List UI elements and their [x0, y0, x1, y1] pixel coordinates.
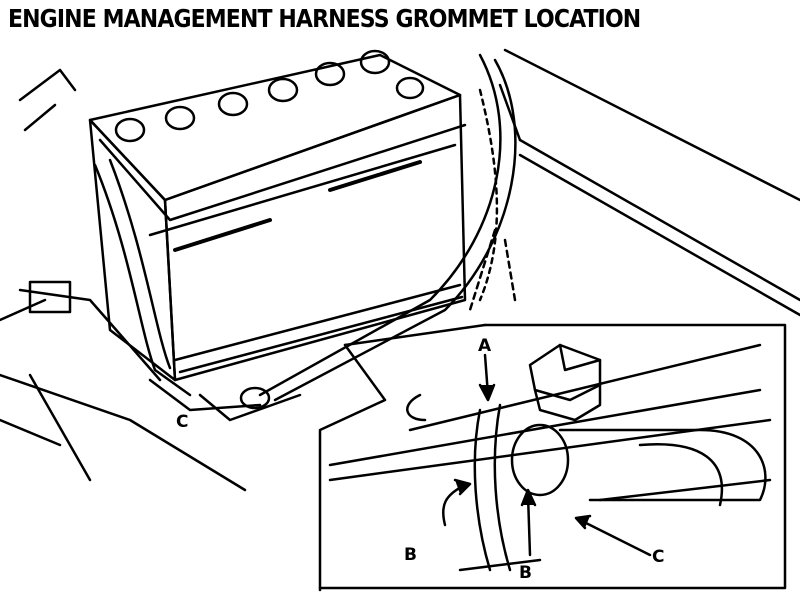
inset-leader [318, 323, 487, 592]
battery-cable [93, 53, 517, 410]
grommet-bolt [528, 343, 602, 422]
callout-c-inset: C [652, 547, 664, 567]
harness-dashed [468, 88, 517, 312]
harness-grommet [328, 343, 772, 572]
battery-cell-caps [114, 49, 425, 143]
inset-frame [318, 323, 787, 590]
battery-tray [0, 68, 302, 422]
battery [88, 53, 467, 382]
fender-panel [0, 48, 800, 492]
callout-b-left: B [404, 545, 417, 565]
callout-arrows [406, 353, 652, 557]
callout-b-right: B [519, 563, 532, 583]
page-title: ENGINE MANAGEMENT HARNESS GROMMET LOCATI… [8, 4, 641, 33]
callout-a: A [478, 336, 492, 356]
callout-c-main: C [176, 412, 188, 432]
